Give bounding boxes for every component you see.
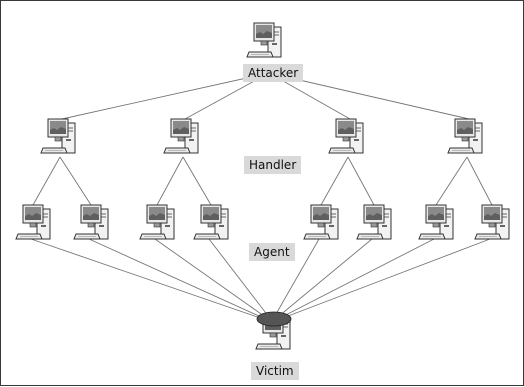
agent-computer-icon-8: [474, 204, 510, 240]
attacker-computer-icon: [246, 22, 282, 58]
handler-to-agent-line-4: [182, 156, 212, 206]
agent-to-victim-line-7: [273, 238, 435, 322]
agent-to-victim-line-1: [30, 238, 270, 322]
agent-to-victim-line-2: [88, 238, 271, 322]
victim-label: Victim: [251, 362, 299, 380]
victim-target-marker: [256, 311, 292, 327]
handler-computer-icon-1: [40, 118, 76, 154]
handler-to-agent-line-2: [59, 156, 92, 206]
agent-to-victim-line-8: [274, 238, 491, 322]
agent-label: Agent: [249, 243, 295, 261]
agent-computer-icon-7: [418, 204, 454, 240]
attacker-to-handler-line-1: [61, 72, 270, 120]
handler-to-agent-line-5: [320, 156, 349, 206]
agent-computer-icon-6: [356, 204, 392, 240]
handler-computer-icon-4: [447, 118, 483, 154]
handler-to-agent-line-8: [466, 156, 493, 206]
handler-to-agent-line-7: [435, 156, 468, 206]
handler-computer-icon-3: [328, 118, 364, 154]
agent-computer-icon-1: [15, 204, 51, 240]
agent-computer-icon-5: [303, 204, 339, 240]
handler-label: Handler: [244, 156, 302, 174]
agent-computer-icon-4: [193, 204, 229, 240]
handler-to-agent-line-1: [32, 156, 61, 206]
agent-computer-icon-3: [139, 204, 175, 240]
computer-nodes: [15, 22, 510, 350]
agent-computer-icon-2: [73, 204, 109, 240]
handler-to-agent-line-6: [347, 156, 375, 206]
handler-computer-icon-2: [163, 118, 199, 154]
connection-lines: [30, 72, 493, 322]
attacker-label: Attacker: [243, 64, 304, 82]
agent-to-victim-line-4: [208, 238, 273, 322]
agent-to-victim-line-6: [272, 238, 373, 322]
agent-to-victim-line-5: [271, 238, 320, 322]
handler-to-agent-line-3: [156, 156, 184, 206]
agent-to-victim-line-3: [154, 238, 272, 322]
